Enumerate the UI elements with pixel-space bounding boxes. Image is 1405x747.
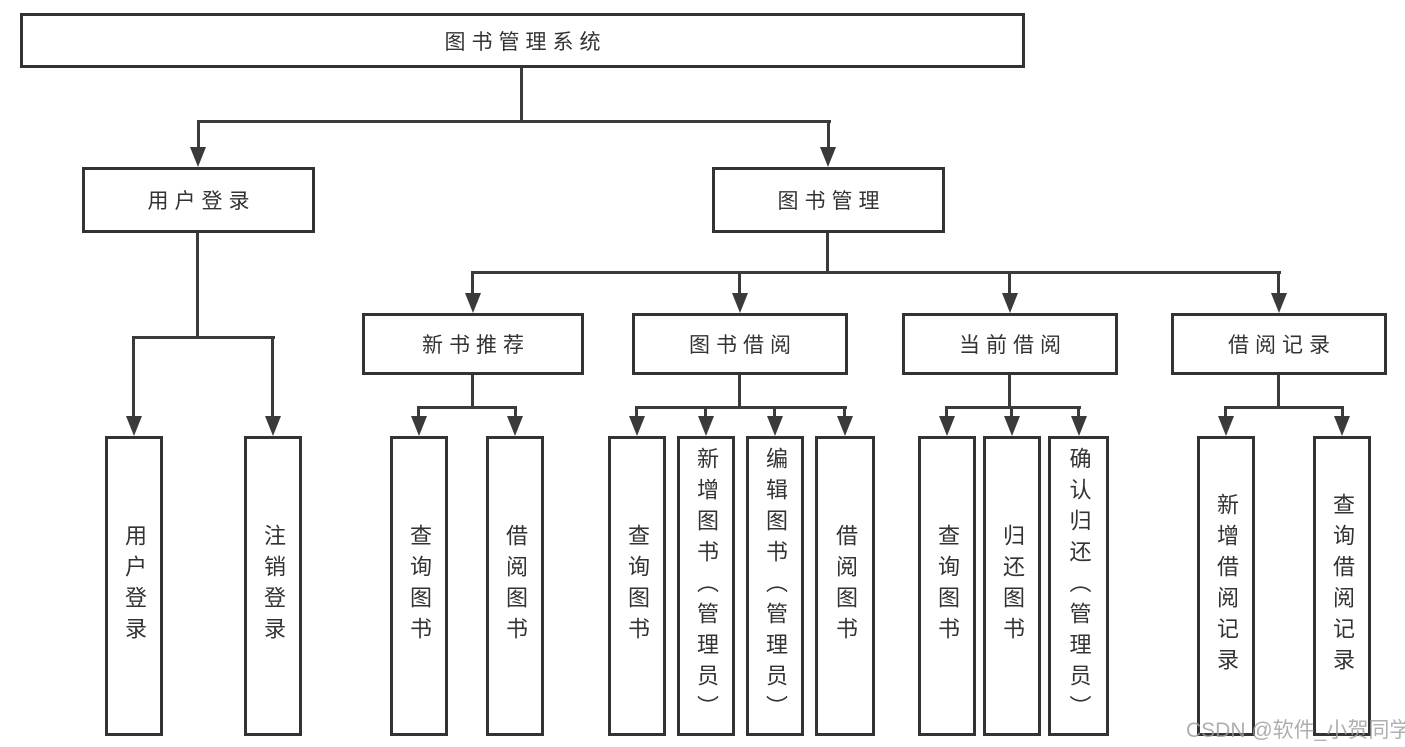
connector-line [773,406,776,419]
connector-line [417,406,420,419]
connector-line [827,120,830,150]
arrow-down-icon [820,147,836,167]
connector-line [704,406,707,419]
arrow-down-icon [126,416,142,436]
node-current-borrow-label: 当前借阅 [959,334,1067,357]
node-book-borrow: 图书借阅 [632,313,848,375]
leaf-current-confirm-return-admin-label: 确认归还（管理员） [1066,446,1092,726]
arrow-down-icon [837,416,853,436]
leaf-recommend-query-book-label: 查询图书 [407,524,432,648]
leaf-borrow-edit-book-admin: 编辑图书（管理员） [746,436,804,736]
connector-line [520,68,523,123]
leaf-current-query-book-label: 查询图书 [935,524,960,648]
arrow-down-icon [1218,416,1234,436]
arrow-down-icon [265,416,281,436]
arrow-down-icon [1071,416,1087,436]
connector-line [1277,271,1280,296]
node-new-book-recommend: 新书推荐 [362,313,584,375]
arrow-down-icon [629,416,645,436]
leaf-records-add-record: 新增借阅记录 [1197,436,1255,736]
node-current-borrow: 当前借阅 [902,313,1118,375]
connector-line [1224,406,1227,419]
leaf-borrow-query-book-label: 查询图书 [625,524,650,648]
leaf-current-return-book-label: 归还图书 [1000,524,1025,648]
node-root: 图书管理系统 [20,13,1025,68]
leaf-current-query-book: 查询图书 [918,436,976,736]
connector-line [471,271,474,296]
connector-line [1341,406,1344,419]
arrow-down-icon [698,416,714,436]
leaf-current-confirm-return-admin: 确认归还（管理员） [1048,436,1109,736]
leaf-borrow-add-book-admin: 新增图书（管理员） [677,436,735,736]
connector-line [826,233,829,274]
leaf-borrow-add-book-admin-label: 新增图书（管理员） [694,446,719,726]
leaf-records-query-record: 查询借阅记录 [1313,436,1371,736]
node-borrow-records-label: 借阅记录 [1228,334,1336,357]
leaf-user-login-label: 用户登录 [122,524,147,648]
connector-line [471,271,1281,274]
connector-line [271,336,274,418]
connector-line [945,406,948,419]
node-root-label: 图书管理系统 [444,30,607,54]
leaf-records-add-record-label: 新增借阅记录 [1214,493,1239,679]
leaf-recommend-borrow-book: 借阅图书 [486,436,544,736]
leaf-borrow-borrow-book-label: 借阅图书 [833,524,858,648]
connector-line [738,375,741,409]
connector-line [132,336,135,418]
leaf-recommend-query-book: 查询图书 [390,436,448,736]
connector-line [196,233,199,339]
leaf-borrow-query-book: 查询图书 [608,436,666,736]
arrow-down-icon [411,416,427,436]
arrow-down-icon [767,416,783,436]
connector-line [1008,271,1011,296]
leaf-borrow-borrow-book: 借阅图书 [815,436,875,736]
csdn-watermark: CSDN @软件_小贺同学 [1186,719,1405,742]
connector-line [1277,375,1280,409]
node-book-management-label: 图书管理 [777,190,886,213]
leaf-user-login: 用户登录 [105,436,163,736]
arrow-down-icon [939,416,955,436]
arrow-down-icon [465,293,481,313]
connector-line [471,375,474,409]
node-new-book-recommend-label: 新书推荐 [422,334,530,357]
connector-line [514,406,517,419]
arrow-down-icon [1334,416,1350,436]
connector-line [1010,406,1013,419]
arrow-down-icon [732,293,748,313]
connector-line [1077,406,1080,419]
connector-line [1224,406,1344,409]
connector-line [1008,375,1011,409]
leaf-current-return-book: 归还图书 [983,436,1041,736]
connector-line [417,406,517,409]
node-book-management: 图书管理 [712,167,945,233]
connector-line [945,406,1081,409]
connector-line [635,406,638,419]
node-user-login: 用户登录 [82,167,315,233]
arrow-down-icon [1004,416,1020,436]
arrow-down-icon [507,416,523,436]
arrow-down-icon [1271,293,1287,313]
leaf-records-query-record-label: 查询借阅记录 [1330,493,1355,679]
leaf-logout: 注销登录 [244,436,302,736]
arrow-down-icon [190,147,206,167]
connector-line [197,120,831,123]
node-book-borrow-label: 图书借阅 [689,334,797,357]
arrow-down-icon [1002,293,1018,313]
connector-line [843,406,846,419]
node-user-login-label: 用户登录 [147,190,256,213]
leaf-logout-label: 注销登录 [261,524,286,648]
connector-line [197,120,200,150]
connector-line [738,271,741,296]
connector-line [635,406,847,409]
leaf-recommend-borrow-book-label: 借阅图书 [503,524,528,648]
node-borrow-records: 借阅记录 [1171,313,1387,375]
connector-line [132,336,275,339]
leaf-borrow-edit-book-admin-label: 编辑图书（管理员） [763,446,788,726]
